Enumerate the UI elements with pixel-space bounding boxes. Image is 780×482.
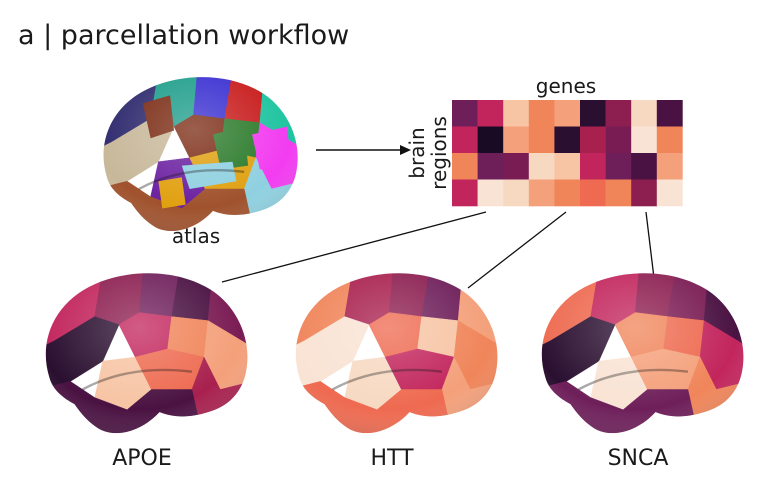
brain-label-snca: SNCA: [608, 446, 669, 471]
matrix-cell: [554, 126, 581, 154]
matrix-cell: [554, 179, 581, 207]
matrix-cell: [631, 100, 658, 127]
connector-lines: [221, 211, 655, 289]
matrix-cell: [656, 126, 683, 154]
regions-label: regions: [427, 116, 451, 190]
matrix-cell: [528, 153, 555, 180]
matrix-cell: [503, 179, 530, 207]
connector-snca: [645, 211, 655, 279]
matrix-cell: [452, 153, 478, 180]
matrix-cell: [580, 100, 606, 127]
matrix-cell: [605, 153, 632, 180]
matrix-cell: [452, 100, 478, 127]
matrix-cell: [631, 153, 658, 180]
matrix-cell: [580, 179, 606, 207]
matrix-cell: [503, 126, 530, 154]
arrow-atlas-to-matrix: [316, 145, 411, 155]
matrix-cell: [656, 153, 683, 180]
matrix-cell: [477, 153, 504, 180]
matrix-cell: [631, 179, 658, 207]
brain-label-apoe: APOE: [112, 446, 172, 471]
matrix-cell: [503, 100, 530, 127]
brain-apoe: [45, 273, 248, 434]
matrix-cell: [477, 179, 504, 207]
genes-label: genes: [536, 74, 596, 98]
matrix-cell: [554, 153, 581, 180]
matrix-cell: [605, 100, 632, 127]
connector-htt: [467, 211, 567, 289]
matrix-cell: [477, 126, 504, 154]
matrix-cell: [503, 153, 530, 180]
matrix-cell: [580, 126, 606, 154]
brain-label-htt: HTT: [370, 446, 414, 471]
matrix-cell: [656, 179, 683, 207]
gene-expression-matrix: [452, 100, 683, 207]
matrix-cell: [605, 179, 632, 207]
matrix-cell: [452, 126, 478, 154]
matrix-cell: [528, 179, 555, 207]
atlas-label: atlas: [172, 224, 220, 248]
matrix-cell: [528, 100, 555, 127]
matrix-cell: [605, 126, 632, 154]
matrix-cell: [580, 153, 606, 180]
brain-label: brain: [405, 127, 429, 178]
connector-apoe: [221, 211, 487, 283]
matrix-cell: [631, 126, 658, 154]
matrix-cell: [452, 179, 478, 207]
matrix-cell: [528, 126, 555, 154]
matrix-cell: [656, 100, 683, 127]
brain-htt: [295, 273, 498, 434]
matrix-cell: [477, 100, 504, 127]
matrix-cell: [554, 100, 581, 127]
brain-snca: [541, 273, 744, 434]
figure-title: a | parcellation workflow: [18, 20, 349, 51]
